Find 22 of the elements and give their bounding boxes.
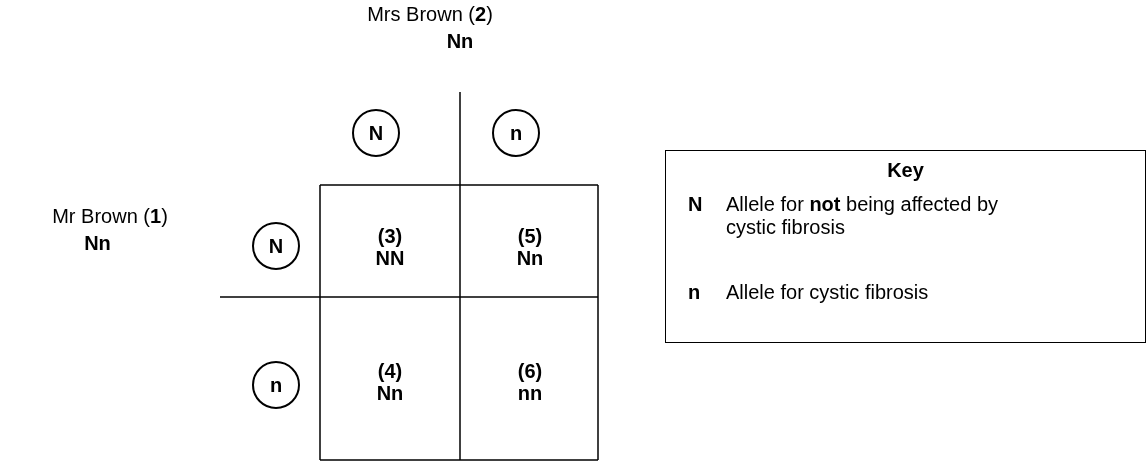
parent-name: Mr Brown (1): [51, 205, 169, 228]
allele-description: Allele for not being affected by cystic fibrosis: [726, 193, 999, 239]
allele-circle: n: [492, 109, 540, 157]
genotype: Nn: [376, 382, 404, 404]
allele-description: Allele for cystic fibrosis: [726, 281, 930, 304]
genotype: Nn: [83, 232, 112, 255]
genotype: Nn: [516, 247, 544, 269]
allele-circle: n: [252, 361, 300, 409]
allele-circle: N: [252, 222, 300, 270]
offspring-number: (3): [377, 225, 403, 247]
allele-symbol: N: [688, 193, 703, 216]
offspring-number: (6): [517, 360, 543, 382]
allele-circle: N: [352, 109, 400, 157]
genotype: Nn: [445, 30, 475, 53]
key-box: [665, 150, 1146, 343]
offspring-number: (5): [517, 225, 543, 247]
parent-name: Mrs Brown (2): [366, 3, 494, 26]
allele-symbol: n: [688, 281, 701, 304]
genotype: nn: [517, 382, 543, 404]
key-heading: Key: [886, 159, 925, 182]
genotype: NN: [375, 247, 405, 269]
offspring-number: (4): [377, 360, 403, 382]
